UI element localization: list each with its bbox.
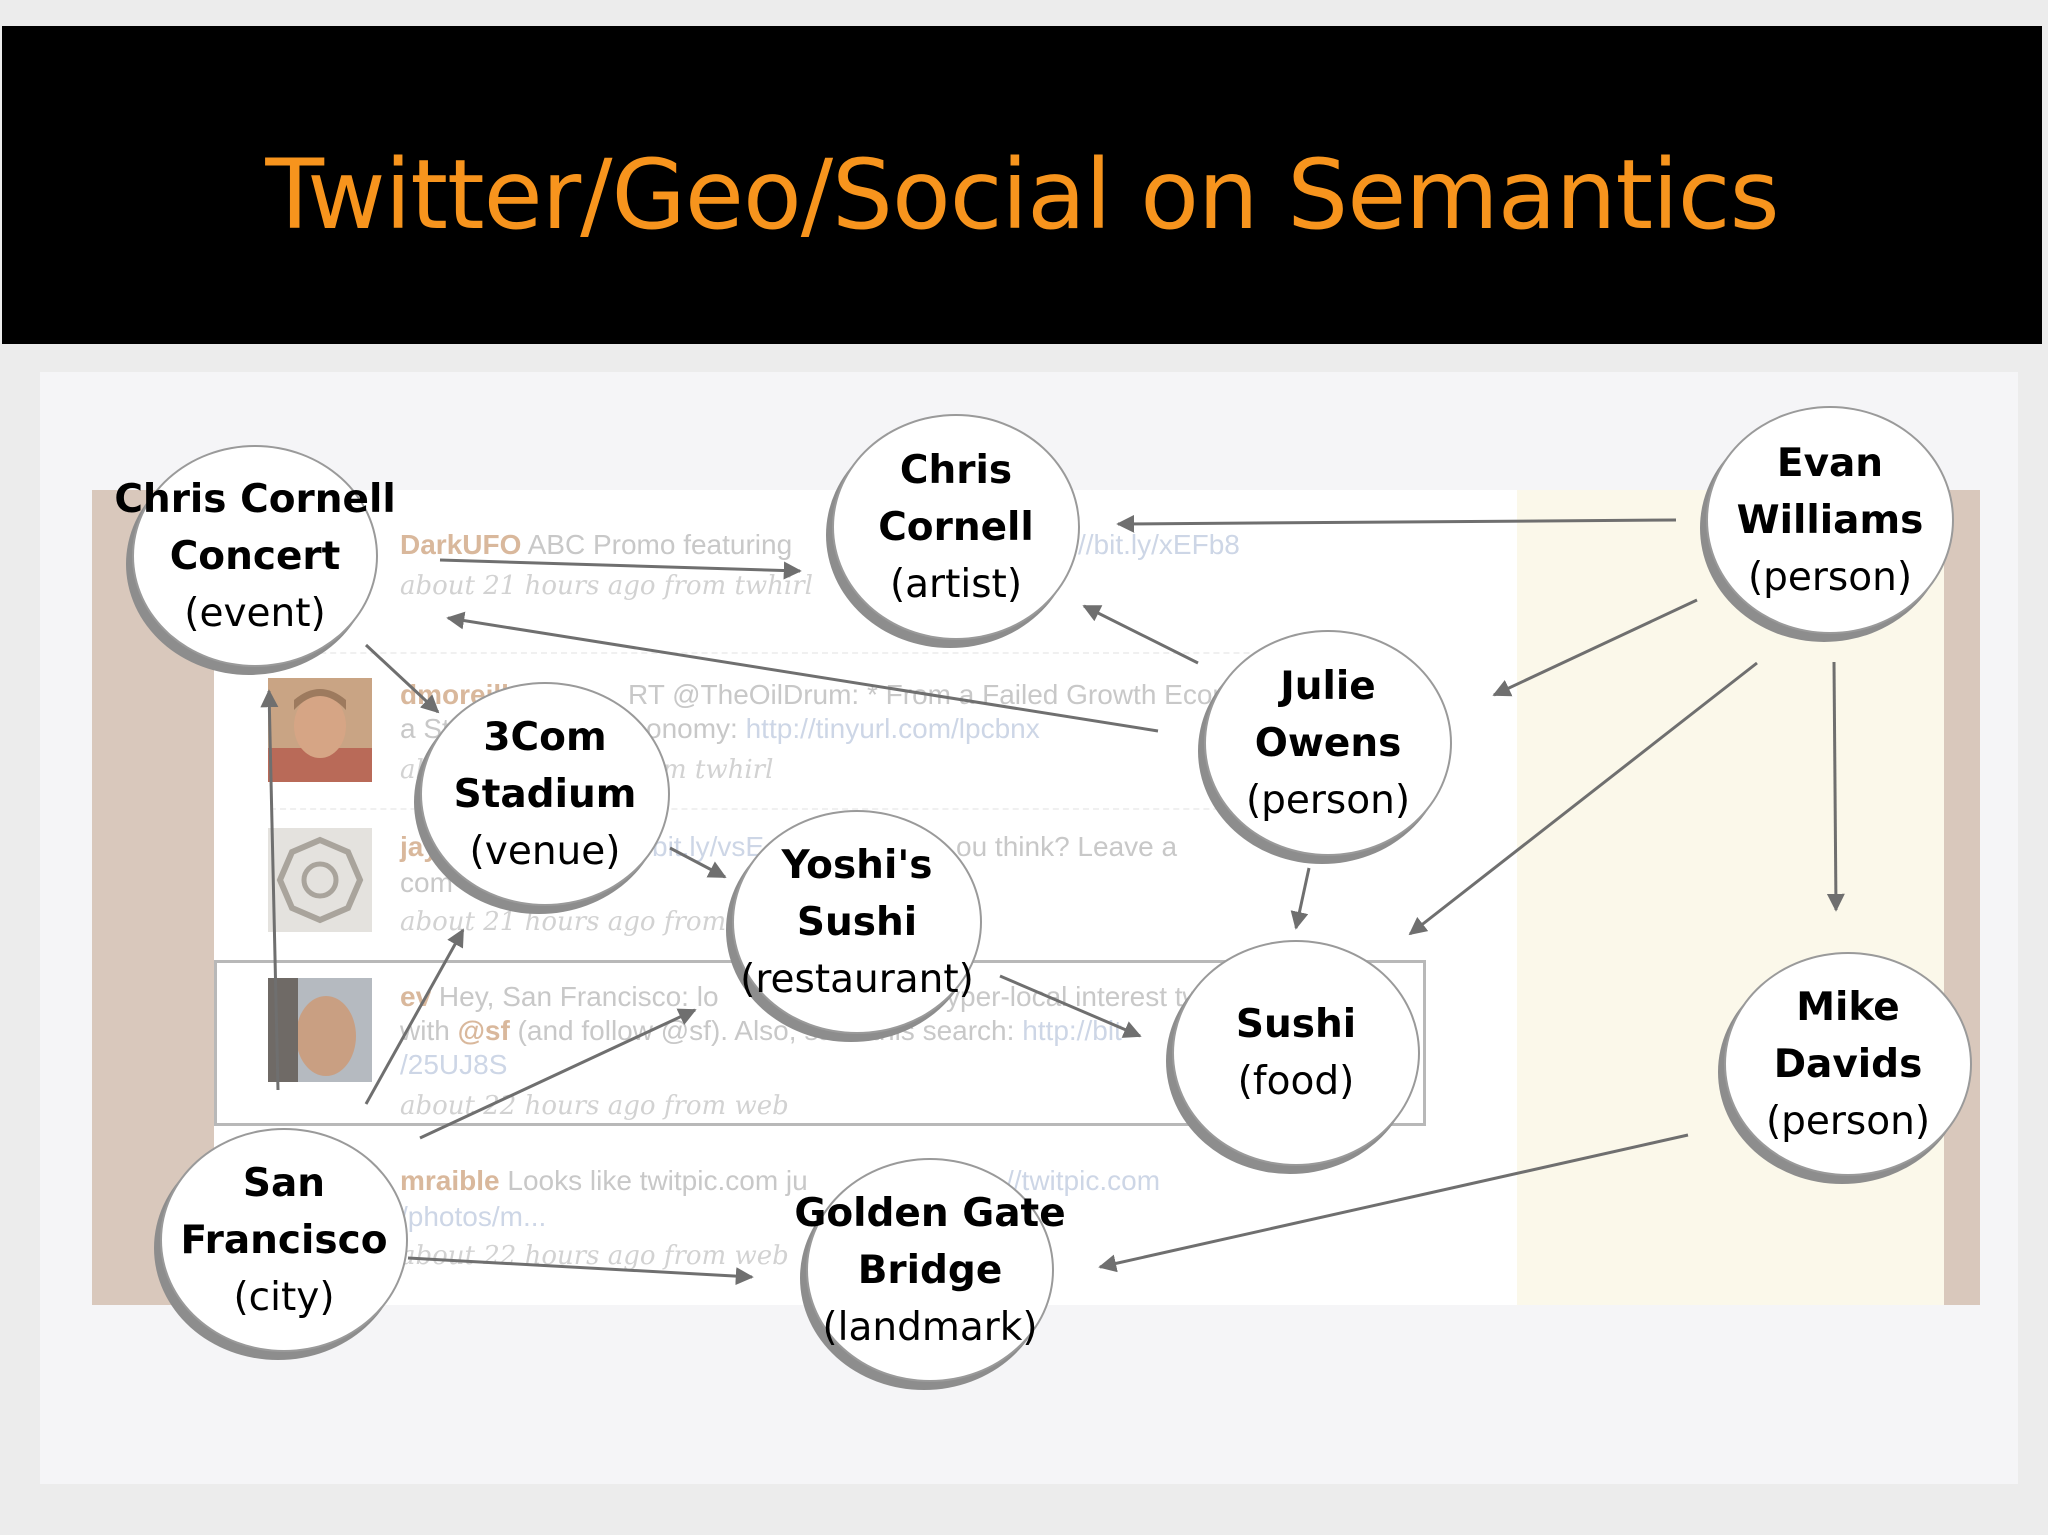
tweet-3-text: bit.ly/vsE <box>652 830 764 864</box>
tweet-5-line-1: mraible Looks like twitpic.com ju <box>400 1164 808 1198</box>
node-san-francisco: San Francisco (city) <box>160 1128 408 1352</box>
edge-sf-to-concert <box>260 689 280 1091</box>
node-name-line: Julie <box>1280 663 1376 709</box>
node-3com-stadium: 3Com Stadium (venue) <box>420 682 670 906</box>
edge-concert-to-artist <box>439 558 802 580</box>
tweet-mention: @sf <box>457 1015 510 1046</box>
tweet-text: (and follow @sf). Also, save this search… <box>509 1015 1023 1046</box>
node-name-line: San <box>242 1160 326 1206</box>
node-type: (city) <box>233 1274 335 1320</box>
node-name-line: Cornell <box>878 504 1034 550</box>
edge-evan-to-julie <box>1492 598 1698 697</box>
node-name-line: 3Com <box>483 714 607 760</box>
node-type: (artist) <box>889 561 1023 607</box>
tweet-user: DarkUFO <box>400 529 522 560</box>
tweet-separator <box>270 652 1380 654</box>
node-name-line: Williams <box>1736 497 1924 543</box>
edge-stadium-to-yoshis <box>669 846 727 879</box>
tweet-text: ABC Promo featuring <box>521 529 793 560</box>
edge-concert-to-stadium <box>364 643 440 714</box>
node-name-line: Davids <box>1773 1041 1923 1087</box>
node-name-line: Yoshi's <box>781 842 933 888</box>
node-type: (event) <box>184 590 326 636</box>
node-name-line: Owens <box>1254 720 1402 766</box>
edge-mike-to-bridge <box>1098 1133 1689 1273</box>
node-name-line: Francisco <box>180 1217 388 1263</box>
tweet-link: //twitpic.com <box>1006 1165 1161 1196</box>
tweet-2-meta-b: m twhirl <box>662 752 773 787</box>
edge-evan-to-artist <box>1116 514 1677 533</box>
node-name-line: Concert <box>169 533 341 579</box>
tweet-3-line-2: com <box>400 866 453 900</box>
avatar-dmoreill <box>268 678 372 782</box>
edge-sf-to-yoshis <box>419 1008 697 1140</box>
tweet-4-line-2: with @sf (and follow @sf). Also, save th… <box>400 1014 1122 1048</box>
tweet-1-link: //bit.ly/xEFb8 <box>1078 528 1240 562</box>
node-name-line: Golden Gate <box>794 1190 1066 1236</box>
avatar-ev <box>268 978 372 1082</box>
tweet-1-line-1: DarkUFO ABC Promo featuring <box>400 528 792 562</box>
node-sushi: Sushi (food) <box>1172 940 1420 1166</box>
edge-julie-to-sushi <box>1290 867 1311 930</box>
edge-julie-to-artist <box>1082 604 1199 665</box>
tweet-4-line-3: /25UJ8S <box>400 1048 507 1082</box>
node-type: (person) <box>1765 1098 1931 1144</box>
tweet-link: /photos/m... <box>400 1201 547 1232</box>
node-name-line: Evan <box>1776 440 1884 486</box>
edge-julie-to-concert <box>446 611 1159 733</box>
node-yoshis-sushi: Yoshi's Sushi (restaurant) <box>732 810 982 1034</box>
slide-title: Twitter/Geo/Social on Semantics <box>265 139 1779 251</box>
node-golden-gate-bridge: Golden Gate Bridge (landmark) <box>794 1158 1066 1382</box>
node-name-line: Chris Cornell <box>114 476 396 522</box>
tweet-user: mraible <box>400 1165 500 1196</box>
tweet-meta: about 21 hours ago from twhirl <box>400 571 813 601</box>
node-type: (person) <box>1245 777 1411 823</box>
node-name-line: Stadium <box>453 771 637 817</box>
node-name-line: Sushi <box>796 899 918 945</box>
tweet-separator <box>270 808 1380 810</box>
edge-evan-to-sushi <box>1408 661 1758 936</box>
node-name-line: Bridge <box>857 1247 1003 1293</box>
node-chris-cornell-concert: Chris Cornell Concert (event) <box>114 445 396 667</box>
tweet-text: ou think? Leave a <box>956 831 1178 862</box>
edge-sf-to-stadium <box>364 928 465 1105</box>
tweet-text: Looks like twitpic.com ju <box>499 1165 808 1196</box>
tweet-text: onomy: <box>646 713 746 744</box>
tweet-link: bit.ly/vsE <box>652 831 765 862</box>
node-chris-cornell: Chris Cornell (artist) <box>832 414 1080 640</box>
node-julie-owens: Julie Owens (person) <box>1204 630 1452 856</box>
node-type: (food) <box>1237 1059 1355 1104</box>
node-name-line: Sushi <box>1235 1002 1357 1047</box>
title-bar: Twitter/Geo/Social on Semantics <box>2 26 2042 344</box>
edge-evan-to-mike <box>1826 661 1845 912</box>
tweet-link: /25UJ8S <box>400 1049 508 1080</box>
tweet-3-tail: ou think? Leave a <box>956 830 1177 864</box>
tweet-meta: about 22 hours ago from web <box>400 1241 789 1271</box>
node-evan-williams: Evan Williams (person) <box>1706 406 1954 634</box>
tweet-1-meta: about 21 hours ago from twhirl <box>400 568 813 603</box>
node-type: (landmark) <box>822 1304 1038 1350</box>
node-type: (venue) <box>469 828 621 874</box>
node-type: (person) <box>1747 554 1913 600</box>
tweet-5-meta: about 22 hours ago from web <box>400 1238 789 1273</box>
edge-yoshis-to-sushi <box>999 974 1142 1038</box>
tweet-link: //bit.ly/xEFb8 <box>1078 529 1240 560</box>
edge-sf-to-bridge <box>407 1256 754 1286</box>
tweet-2-line-2b: onomy: http://tinyurl.com/lpcbnx <box>646 712 1040 746</box>
tweet-text: com <box>400 867 453 898</box>
tweet-text: Hey, San Francisco: lo <box>431 981 719 1012</box>
tweet-link: http://tinyurl.com/lpcbnx <box>745 713 1040 744</box>
node-name-line: Chris <box>899 447 1013 493</box>
node-type: (restaurant) <box>740 956 974 1002</box>
node-mike-davids: Mike Davids (person) <box>1724 952 1972 1176</box>
node-name-line: Mike <box>1796 984 1900 1030</box>
tweet-5-line-2: /photos/m... <box>400 1200 546 1234</box>
tweet-meta: m twhirl <box>662 755 774 785</box>
tweet-5-link: //twitpic.com <box>1006 1164 1160 1198</box>
avatar-jay <box>268 828 372 932</box>
